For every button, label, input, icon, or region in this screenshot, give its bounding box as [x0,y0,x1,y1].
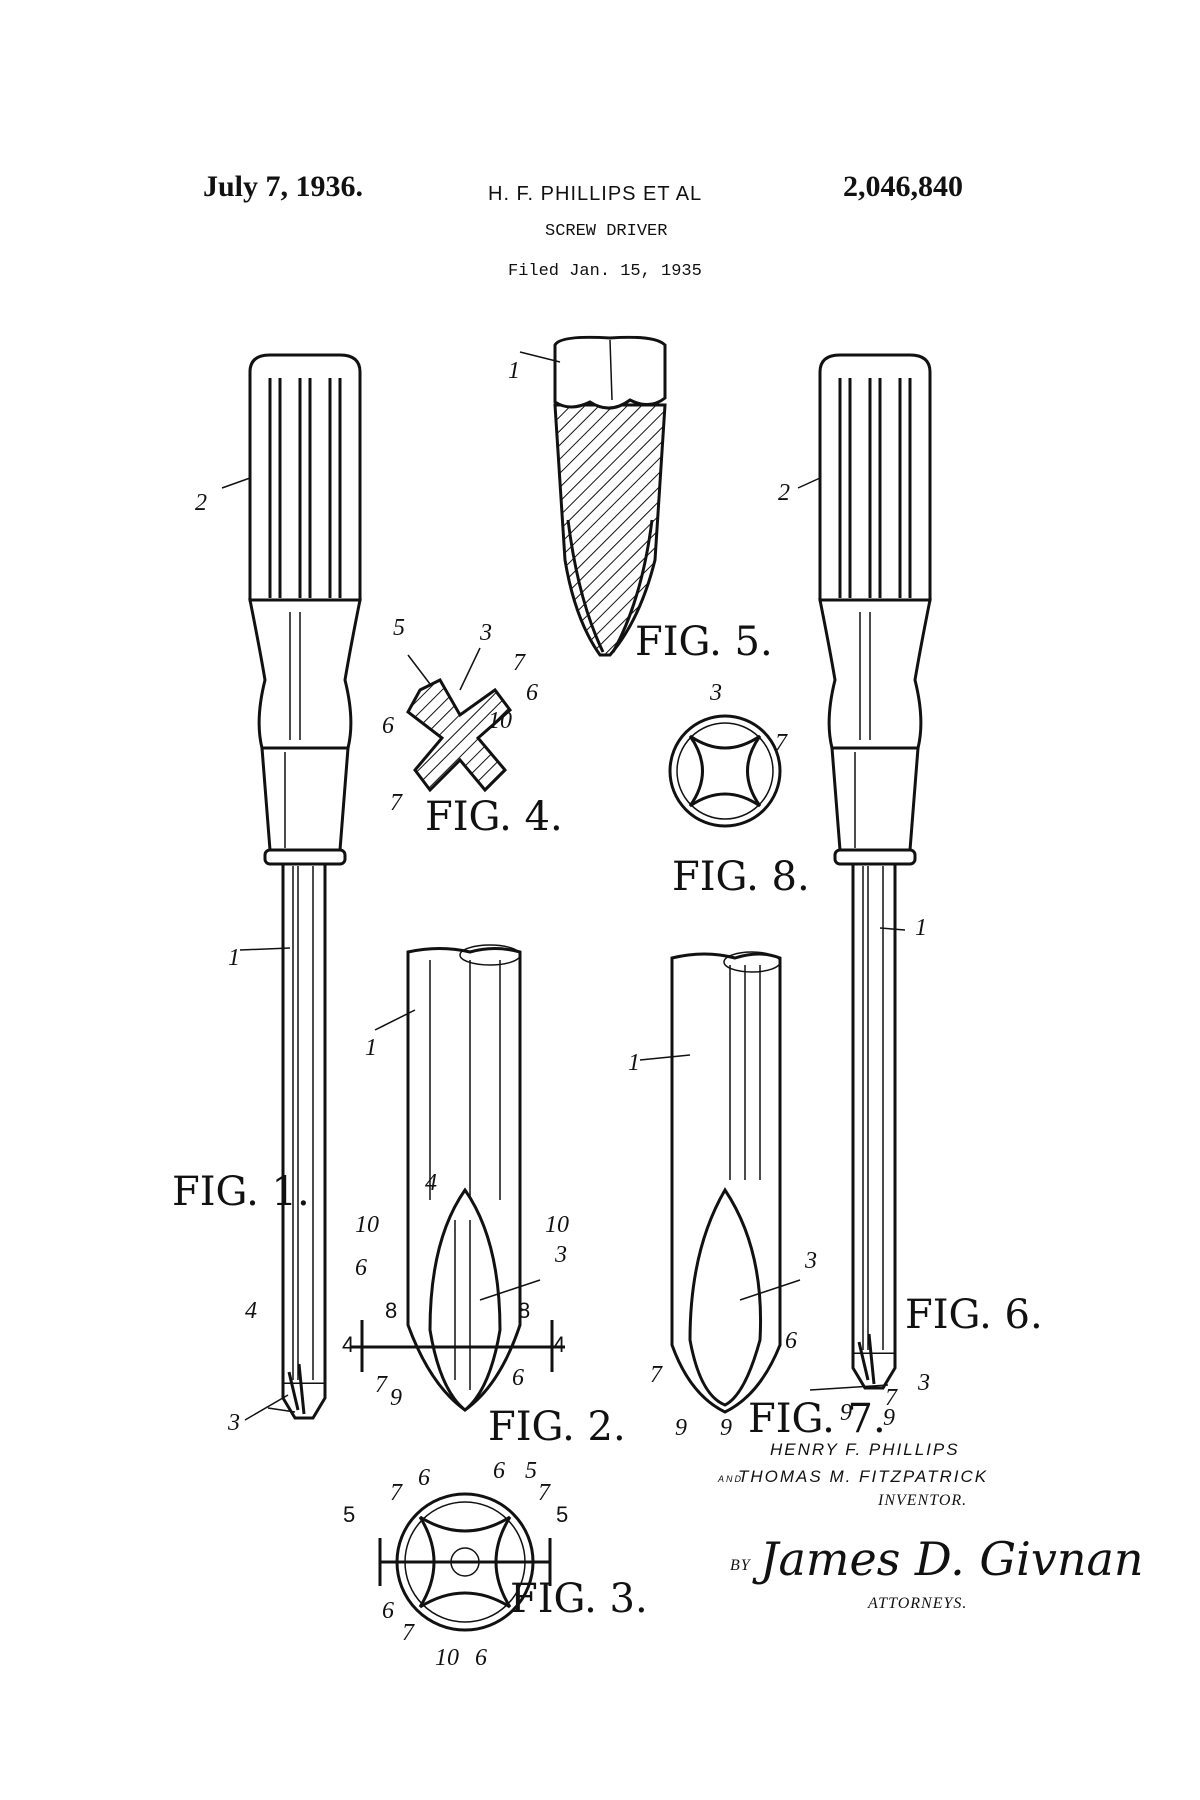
fig6-screwdriver [818,353,932,1390]
fig5-label: FIG. 5. [635,619,773,665]
fig5-section [553,335,667,657]
ref-3-fig8: 3 [709,680,722,706]
filed-date: Filed Jan. 15, 1935 [508,262,702,281]
fig1-label: FIG. 1. [172,1169,310,1215]
ref-10-fig4: 10 [488,708,512,734]
attorney-by: BY [730,1557,752,1574]
ref-9-fig6a: 9 [840,1400,852,1426]
ref-1-fig6: 1 [915,915,927,941]
ref-9-fig7b: 9 [720,1415,732,1441]
ref-6-fig7: 6 [785,1328,797,1354]
ref-9-fig7a: 9 [675,1415,687,1441]
ref-5-fig3: 5 [525,1458,537,1484]
ref-3-fig1: 3 [227,1410,240,1436]
ref-2-fig6: 2 [778,480,790,506]
ref-6-fig3d: 6 [475,1645,487,1671]
ref-10-fig3: 10 [435,1645,459,1671]
ref-3-fig2: 3 [554,1242,567,1268]
ref-8-fig2a: 8 [385,1298,397,1323]
ref-5-fig4: 5 [393,615,405,641]
inventor-role: INVENTOR. [877,1492,967,1509]
attorney-signature: James D. Givnan [752,1532,1144,1586]
ref-5-fig3-right: 5 [556,1502,568,1527]
ref-2-fig1: 2 [195,490,207,516]
ref-1-fig1: 1 [228,945,240,971]
ref-7-fig4b: 7 [390,790,403,816]
ref-8-fig2b: 8 [518,1298,530,1323]
ref-7-fig4a: 7 [513,650,526,676]
ref-9-fig6b: 9 [883,1405,895,1431]
patent-date: July 7, 1936. [203,170,364,203]
ref-1-fig5: 1 [508,358,520,384]
ref-7-fig6: 7 [885,1385,898,1411]
ref-7-fig7: 7 [650,1362,663,1388]
attorney-role: ATTORNEYS. [867,1595,967,1612]
ref-3-fig4: 3 [479,620,492,646]
ref-7-fig8: 7 [775,730,788,756]
ref-6-fig3a: 6 [418,1465,430,1491]
ref-1-fig2: 1 [365,1035,377,1061]
inventor-1: HENRY F. PHILLIPS [770,1440,960,1459]
ref-6-fig2a: 6 [355,1255,367,1281]
patent-number: 2,046,840 [843,170,963,203]
ref-7-fig3c: 7 [402,1620,415,1646]
fig4-cross-section [406,678,513,793]
fig4-label: FIG. 4. [425,794,563,840]
fig3-label: FIG. 3. [510,1576,648,1622]
ref-4-fig2-left: 4 [342,1332,354,1357]
ref-3-fig6: 3 [917,1370,930,1396]
ref-6-fig3b: 6 [493,1458,505,1484]
ref-6-fig2b: 6 [512,1365,524,1391]
ref-6-fig4b: 6 [382,713,394,739]
ref-4-fig2-right: 4 [553,1332,565,1357]
ref-10-fig2b: 10 [545,1212,569,1238]
ref-10-fig2a: 10 [355,1212,379,1238]
ref-9-fig2: 9 [390,1385,402,1411]
inventor-and: AND [717,1474,743,1484]
ref-3-fig7: 3 [804,1248,817,1274]
ref-6-fig4a: 6 [526,680,538,706]
fig2-label: FIG. 2. [488,1404,626,1450]
fig1-screwdriver [248,353,362,1420]
fig8-end-view [668,714,782,828]
fig6-label: FIG. 6. [905,1292,1043,1338]
fig7-bit [670,951,782,1414]
leader-lines [221,351,906,1421]
inventor-header: H. F. PHILLIPS ET AL [488,183,703,205]
inventor-2: THOMAS M. FITZPATRICK [738,1467,988,1486]
fig7-label: FIG. 7. [748,1396,886,1442]
patent-title: SCREW DRIVER [545,222,668,241]
ref-7-fig3a: 7 [538,1480,551,1506]
ref-5-fig3-left: 5 [343,1502,355,1527]
ref-4-fig1: 4 [245,1298,257,1324]
ref-6-fig3c: 6 [382,1598,394,1624]
ref-7-fig2: 7 [375,1372,388,1398]
ref-1-fig7: 1 [628,1050,640,1076]
ref-7-fig3b: 7 [390,1480,403,1506]
fig3-end-view [378,1492,552,1632]
fig8-label: FIG. 8. [672,854,810,900]
ref-4-fig2: 4 [425,1170,437,1196]
fig2-bit [350,944,565,1412]
